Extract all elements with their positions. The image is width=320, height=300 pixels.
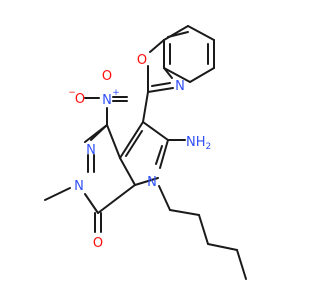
atom-o-carbonyl: O [93, 236, 103, 251]
bond [187, 25, 215, 41]
bond [119, 121, 144, 159]
molecule-structure-canvas: O N O − N + O NH2 N N N O [44, 25, 247, 280]
atom-o-nitro-charged: O [75, 92, 85, 107]
bond [44, 187, 71, 201]
bond [155, 145, 163, 165]
bond [147, 87, 174, 93]
benzene-ring [163, 25, 215, 83]
bond [125, 130, 143, 157]
atom-n-nitro: N [102, 93, 112, 108]
bond [158, 185, 171, 211]
atom-n-amino: NH2 [186, 135, 211, 152]
oxazole-ring [147, 39, 174, 93]
atom-o-nitro: O [102, 69, 112, 84]
atom-o-benzoxazole: O [137, 53, 147, 68]
charge-minus: − [68, 88, 76, 98]
bond [236, 249, 247, 280]
atom-n-pyrrole: N [147, 175, 157, 190]
bond [149, 39, 165, 53]
pyrrole-ring [119, 121, 169, 186]
amino-subscript: 2 [206, 142, 212, 152]
bond [134, 177, 159, 186]
bond [97, 184, 136, 214]
molecule-structure: O N O − N + O NH2 N N N O [44, 25, 247, 280]
bond [189, 67, 215, 83]
bond [119, 157, 136, 186]
bond [84, 193, 99, 214]
bond [167, 31, 189, 38]
bond [207, 243, 238, 251]
bond [142, 91, 149, 123]
bond [163, 67, 173, 79]
atom-n-benzoxazole: N [175, 79, 185, 94]
charge-plus: + [112, 88, 120, 98]
bond [169, 209, 200, 216]
atom-n-pyridazine-a: N [86, 143, 96, 158]
bond [142, 121, 169, 141]
bond [151, 82, 171, 87]
bond [159, 139, 169, 169]
bond [84, 124, 108, 143]
pentyl-chain [158, 185, 247, 280]
bond [198, 214, 209, 245]
bond [106, 124, 121, 159]
atom-n-pyridazine-b: N [74, 179, 84, 194]
bond [163, 67, 191, 83]
pyridazinone-ring [44, 124, 136, 214]
amino-label: NH [186, 135, 206, 150]
